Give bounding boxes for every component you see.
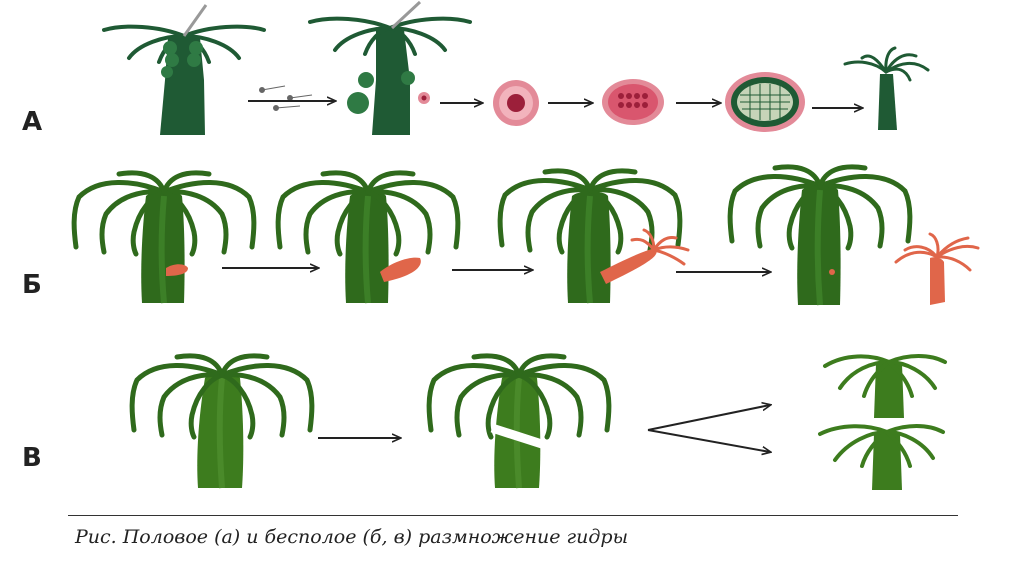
hydra-offspring-top (823, 354, 947, 418)
arrow-c2-down (647, 429, 770, 452)
row-label-c: В (22, 443, 42, 473)
hydra-bud-stage-2 (278, 173, 458, 304)
hydra-dividing (429, 356, 609, 489)
row-b-budding (74, 167, 980, 306)
hydra-bud-stage-3 (500, 171, 690, 304)
detached-young-hydra (894, 232, 980, 305)
row-label-b: Б (22, 270, 42, 300)
embryo-in-shell (725, 72, 805, 132)
hydra-parent-after-budding (730, 167, 910, 306)
row-c-division (132, 354, 947, 490)
hydra-offspring-bottom (818, 424, 945, 490)
hydra-with-testes (102, 4, 266, 135)
row-a-sexual-reproduction (102, 0, 930, 135)
hydra-bud-stage-1 (74, 173, 254, 304)
fertilized-egg (493, 80, 539, 126)
arrow-c2-up (647, 405, 770, 431)
young-hydra (843, 46, 930, 130)
caption-divider (68, 515, 958, 516)
hydra-before-division (132, 356, 312, 489)
row-label-a: А (22, 107, 43, 137)
hydra-with-ovary (308, 0, 472, 135)
figure-caption: Рис. Половое (а) и бесполое (б, в) размн… (75, 526, 629, 548)
cleaving-embryo (602, 79, 664, 125)
sperm-cells (259, 85, 313, 111)
